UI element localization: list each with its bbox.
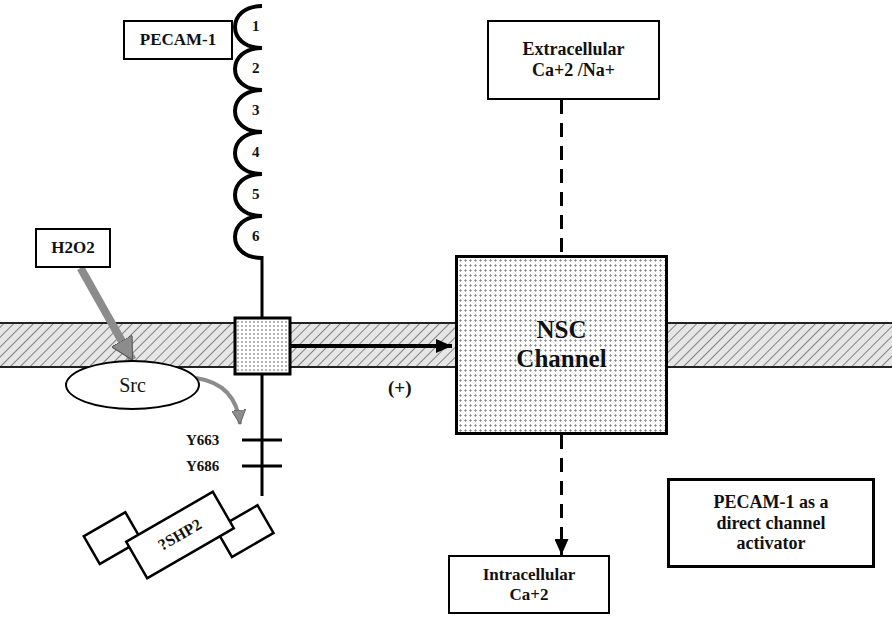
domain-number: 2 xyxy=(252,60,260,77)
title-box: PECAM-1 xyxy=(123,20,233,60)
domain-number: 1 xyxy=(252,18,260,35)
node-text: PECAM-1 xyxy=(140,30,216,50)
domain-number: 6 xyxy=(252,228,260,245)
node-text: PECAM-1 as a direct channel activator xyxy=(696,492,846,554)
channel-box: NSC Channel xyxy=(455,255,668,435)
oxidant-box: H2O2 xyxy=(35,228,111,268)
node-text: Intracellular Ca+2 xyxy=(469,565,589,604)
tyrosine-tick xyxy=(242,439,282,442)
caption-box: PECAM-1 as a direct channel activator xyxy=(667,478,875,568)
ion-target-box: Intracellular Ca+2 xyxy=(448,555,610,614)
activation-sign: (+) xyxy=(388,378,411,399)
connector-arrow xyxy=(81,268,133,360)
domain-number: 5 xyxy=(252,186,260,203)
node-text: NSC Channel xyxy=(497,316,627,374)
connector-arrow xyxy=(560,100,563,255)
pecam-stalk xyxy=(261,256,264,496)
domain-number: 4 xyxy=(252,144,260,161)
tyrosine-tick xyxy=(242,465,282,468)
phosphorylation-arrow xyxy=(196,378,240,424)
connector-arrow xyxy=(560,435,563,555)
node-text: H2O2 xyxy=(51,238,94,258)
residue-label: Y686 xyxy=(186,458,219,475)
pecam-domains xyxy=(235,6,262,258)
node-text: Extracellular Ca+2 /Na+ xyxy=(508,39,640,80)
node-text: Src xyxy=(119,374,146,397)
ion-source-box: Extracellular Ca+2 /Na+ xyxy=(487,20,660,100)
phosphatase-shape: ?SHP2 xyxy=(126,492,234,578)
kinase-ellipse: Src xyxy=(65,360,200,410)
transmembrane-domain xyxy=(235,318,290,374)
activation-arrow xyxy=(290,344,452,348)
residue-label: Y663 xyxy=(186,432,219,449)
domain-number: 3 xyxy=(252,102,260,119)
